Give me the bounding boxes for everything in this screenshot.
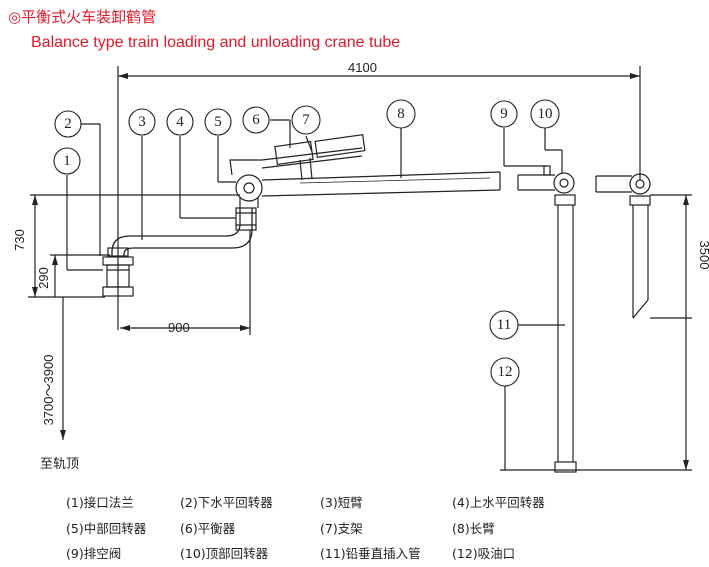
legend-item-4: (4)上水平回转器 <box>452 495 545 510</box>
dim-900: 900 <box>168 320 190 335</box>
middle-swivel <box>235 174 263 202</box>
upper-swivel <box>235 207 257 231</box>
callout-7: 7 <box>302 112 310 128</box>
legend-item-5: (5)中部回转器 <box>66 521 147 536</box>
legend-item-12: (12)吸油口 <box>452 546 516 561</box>
legend-item-2: (2)下水平回转器 <box>180 495 273 510</box>
callout-6: 6 <box>252 112 260 128</box>
legend-item-9: (9)排空阀 <box>66 546 122 561</box>
dim-3500: 3500 <box>697 241 709 270</box>
dim-290: 290 <box>36 267 51 289</box>
callout-9: 9 <box>500 106 508 122</box>
dim-4100: 4100 <box>348 60 377 75</box>
balancer <box>274 140 314 166</box>
dim-730: 730 <box>12 229 27 251</box>
rail-top-label: 至轨顶 <box>40 457 79 472</box>
long-arm-bottom <box>261 189 501 197</box>
vent-valve <box>543 165 551 176</box>
callout-10: 10 <box>538 106 553 122</box>
legend-item-10: (10)顶部回转器 <box>180 546 269 561</box>
title-english: Balance type train loading and unloading… <box>31 34 401 51</box>
dim-rail-range: 3700～3900 <box>41 355 56 426</box>
callout-4: 4 <box>176 114 184 130</box>
callout-2: 2 <box>64 116 72 132</box>
legend-item-7: (7)支架 <box>320 521 363 536</box>
suction-inlet <box>554 461 577 473</box>
callout-8: 8 <box>397 106 405 122</box>
callout-5: 5 <box>214 114 222 130</box>
support <box>309 157 313 180</box>
callout-12: 12 <box>498 364 513 380</box>
callout-1: 1 <box>63 153 71 169</box>
interface-flange-bottom <box>102 286 134 297</box>
legend-item-6: (6)平衡器 <box>180 521 236 536</box>
title-chinese: ◎平衡式火车装卸鹤管 <box>8 8 157 26</box>
legend-item-3: (3)短臂 <box>320 495 363 510</box>
top-swivel <box>553 172 575 194</box>
legend-item-11: (11)铅垂直插入管 <box>320 546 421 561</box>
legend-item-1: (1)接口法兰 <box>66 495 134 510</box>
callout-3: 3 <box>138 114 146 130</box>
legend-item-8: (8)长臂 <box>452 521 495 536</box>
callout-11: 11 <box>497 317 511 333</box>
